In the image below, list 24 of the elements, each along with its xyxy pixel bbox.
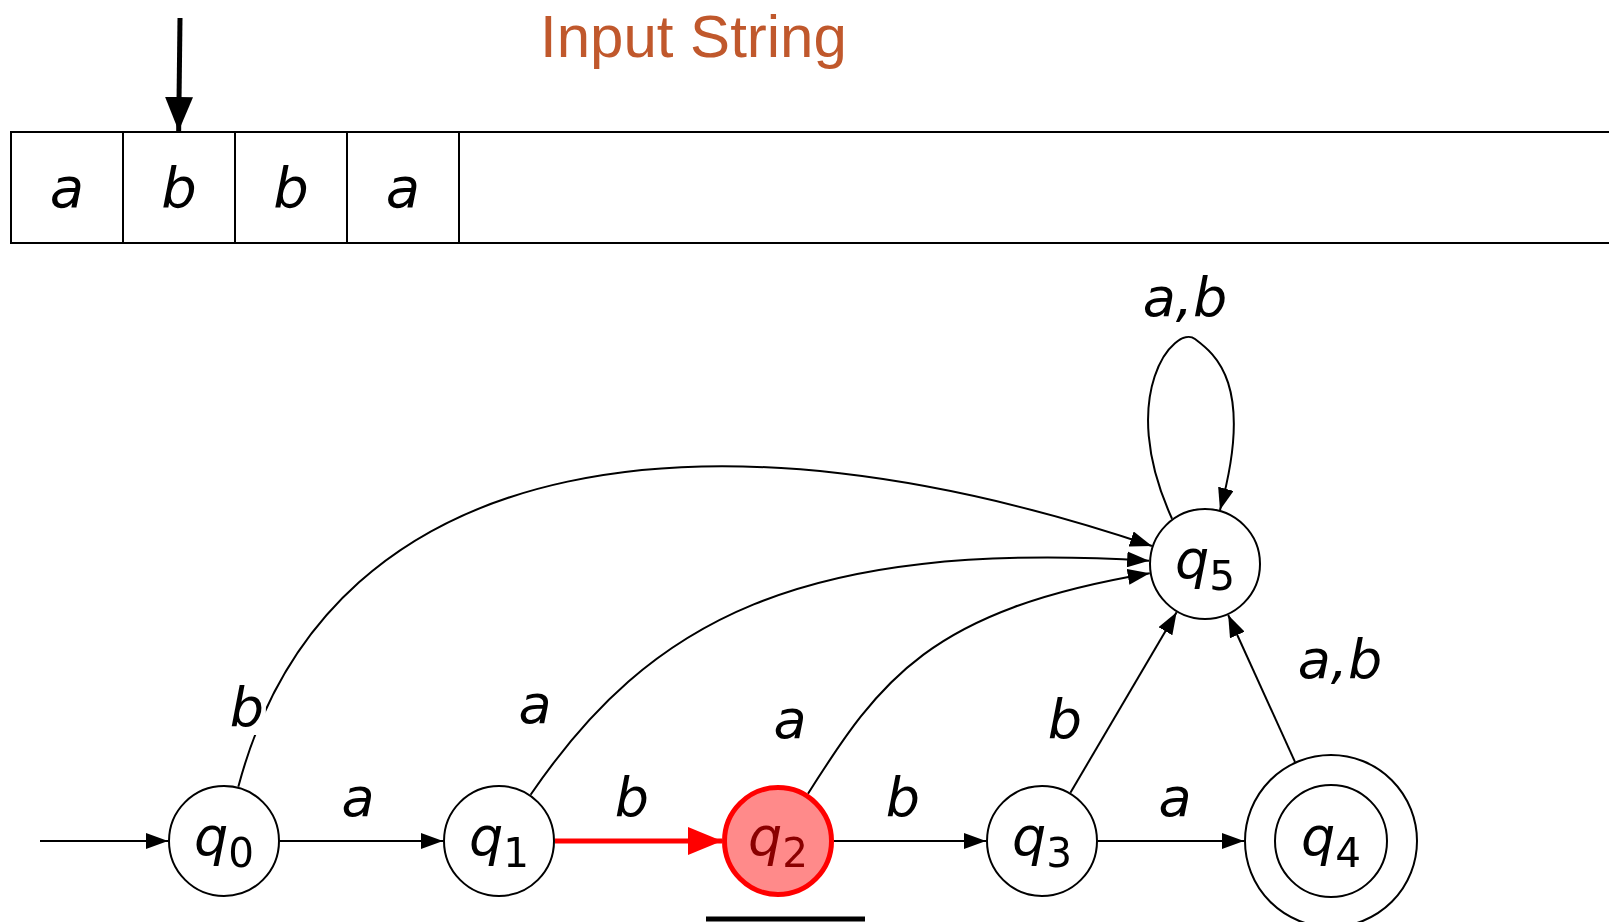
- arrow: [529, 551, 1151, 796]
- state-circle: q$_{5}$: [1149, 508, 1261, 620]
- state-circle: q$_{2}$: [722, 785, 834, 897]
- state-circle: q$_{3}$: [986, 785, 1098, 897]
- arrow: [806, 569, 1151, 795]
- input-tape: [10, 131, 1609, 244]
- arrow: [1227, 613, 1296, 763]
- tape-cell: a: [348, 133, 460, 242]
- title: Input String: [540, 2, 847, 71]
- state-circle: q$_{0}$: [168, 785, 280, 897]
- state-circle: q$_{4}$: [1274, 784, 1388, 898]
- tape-cell: b: [124, 133, 236, 242]
- arrow: [279, 833, 444, 849]
- arrow: [165, 17, 194, 132]
- tape-cell: a: [12, 133, 124, 242]
- arrow: [39, 833, 169, 849]
- arrow: [1097, 833, 1245, 849]
- tape-cell: b: [236, 133, 348, 242]
- arrow: [555, 827, 722, 855]
- arrow: [1147, 336, 1235, 520]
- state-circle: q$_{1}$: [443, 785, 555, 897]
- arrow: [237, 465, 1153, 788]
- arrow: [1069, 611, 1178, 794]
- arrow: [833, 833, 987, 849]
